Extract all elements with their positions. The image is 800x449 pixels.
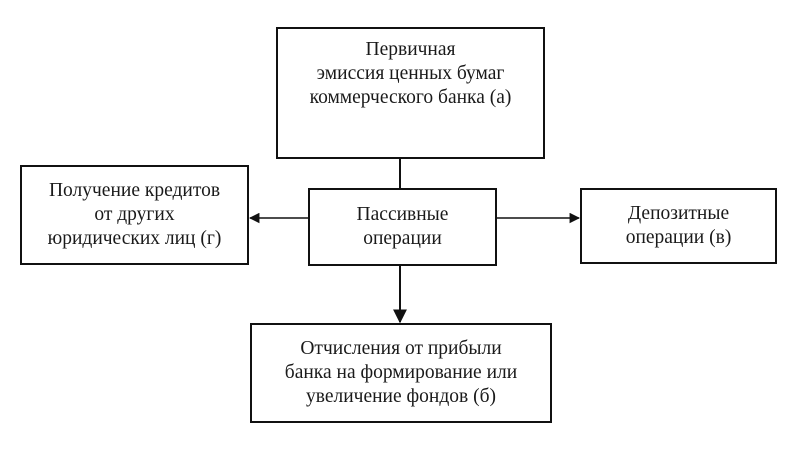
- node-primary-issuance: Первичная эмиссия ценных бумаг коммерчес…: [276, 27, 545, 159]
- node-loans-from-legal-entities: Получение кредитов от других юридических…: [20, 165, 249, 265]
- node-text-line: юридических лиц (г): [47, 228, 222, 249]
- node-text-line: Отчисления от прибыли: [300, 338, 502, 359]
- node-text-line: банка на формирование или: [284, 362, 518, 383]
- node-text-line: коммерческого банка (а): [309, 87, 512, 108]
- node-text-line: увеличение фондов (б): [305, 386, 496, 407]
- node-profit-allocations: Отчисления от прибыли банка на формирова…: [250, 323, 552, 423]
- node-text-line: Депозитные: [627, 203, 730, 224]
- node-text-line: эмиссия ценных бумаг: [316, 63, 505, 84]
- node-text-line: Первичная: [365, 39, 456, 60]
- node-text-line: от других: [94, 204, 175, 225]
- node-text-line: Получение кредитов: [48, 180, 221, 201]
- node-text-line: операции: [363, 228, 442, 249]
- node-deposit-operations: Депозитные операции (в): [580, 188, 777, 264]
- node-text-line: Пассивные: [356, 204, 449, 225]
- node-text-line: операции (в): [625, 227, 732, 248]
- node-passive-operations: Пассивные операции: [308, 188, 497, 266]
